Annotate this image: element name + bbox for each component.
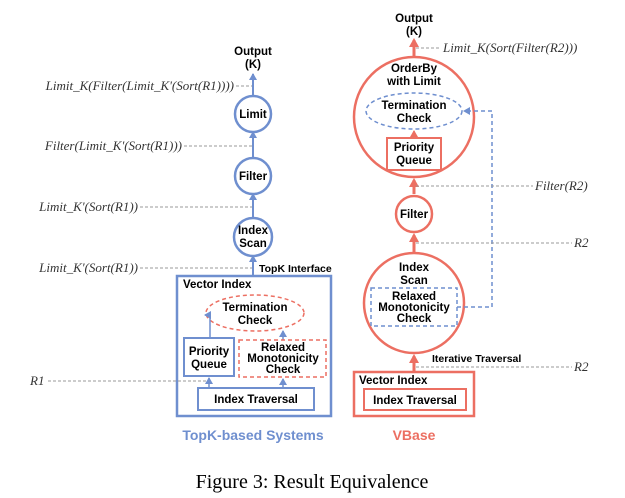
right-relaxed-label-3: Check bbox=[397, 313, 432, 325]
right-vector-index-label: Vector Index bbox=[359, 375, 428, 387]
right-priority-label-1: Priority bbox=[394, 142, 435, 154]
left-ann-scan: Limit_K'(Sort(R1)) bbox=[38, 260, 138, 275]
left-index-traversal bbox=[197, 387, 315, 411]
left-index-scan-label-1: Index bbox=[238, 225, 269, 237]
left-termination-check bbox=[205, 294, 305, 332]
right-feedback-loop bbox=[457, 107, 493, 308]
left-relaxed-monotonicity-check bbox=[238, 339, 327, 378]
right-filter-label: Filter bbox=[400, 209, 429, 221]
vbase-system: Output (K) OrderBy with Limit Terminatio… bbox=[352, 13, 589, 443]
left-ann-r1: R1 bbox=[29, 373, 44, 388]
right-index-traversal bbox=[363, 388, 467, 411]
right-iterative-traversal-label: Iterative Traversal bbox=[432, 353, 521, 365]
left-output-label: Output bbox=[234, 46, 272, 58]
left-relaxed-label-2: Monotonicity bbox=[247, 353, 319, 365]
left-index-scan-label-2: Scan bbox=[239, 238, 267, 250]
right-ann-filter: Filter(R2) bbox=[534, 178, 588, 193]
left-priority-queue bbox=[183, 337, 235, 377]
left-relaxed-label-1: Relaxed bbox=[261, 342, 305, 354]
right-filter-node bbox=[394, 194, 434, 234]
right-termination-label-1: Termination bbox=[382, 100, 447, 112]
right-relaxed-label-2: Monotonicity bbox=[378, 302, 450, 314]
right-relaxed-monotonicity-check bbox=[370, 287, 458, 327]
left-termination-label-2: Check bbox=[238, 315, 273, 327]
left-priority-label-1: Priority bbox=[189, 346, 230, 358]
left-ann-output: Limit_K(Filter(Limit_K'(Sort(R1)))) bbox=[45, 78, 234, 93]
left-topk-interface-label: TopK Interface bbox=[259, 263, 332, 275]
right-priority-queue bbox=[386, 137, 442, 171]
right-index-scan-label-1: Index bbox=[399, 262, 430, 274]
left-ann-filter: Limit_K'(Sort(R1)) bbox=[38, 199, 138, 214]
left-system-name: TopK-based Systems bbox=[182, 427, 324, 443]
left-termination-label-1: Termination bbox=[223, 302, 288, 314]
right-index-scan-label-2: Scan bbox=[400, 275, 428, 287]
left-limit-label: Limit bbox=[239, 109, 267, 121]
right-ann-traversal: R2 bbox=[573, 359, 589, 374]
right-system-name: VBase bbox=[393, 427, 436, 443]
right-ann-output: Limit_K(Sort(Filter(R2))) bbox=[442, 40, 577, 55]
left-filter-label: Filter bbox=[239, 171, 268, 183]
right-orderby-label-1: OrderBy bbox=[391, 63, 438, 75]
right-output-k-label: (K) bbox=[406, 26, 422, 38]
figure-caption: Figure 3: Result Equivalence bbox=[196, 471, 429, 493]
left-index-scan-node bbox=[232, 216, 274, 258]
right-output-label: Output bbox=[395, 13, 433, 25]
left-limit-node bbox=[233, 94, 273, 134]
right-priority-label-2: Queue bbox=[396, 155, 432, 167]
left-output-k-label: (K) bbox=[245, 59, 261, 71]
right-index-traversal-label: Index Traversal bbox=[373, 395, 457, 407]
topk-based-system: Output (K) Limit Filter Index Scan TopK … bbox=[29, 46, 333, 443]
left-vector-index-label: Vector Index bbox=[183, 279, 252, 291]
right-ann-scan: R2 bbox=[573, 235, 589, 250]
left-index-traversal-label: Index Traversal bbox=[214, 394, 298, 406]
right-orderby-label-2: with Limit bbox=[386, 76, 441, 88]
left-relaxed-label-3: Check bbox=[266, 364, 301, 376]
right-relaxed-label-1: Relaxed bbox=[392, 291, 436, 303]
left-ann-limit: Filter(Limit_K'(Sort(R1))) bbox=[44, 138, 182, 153]
right-termination-check bbox=[365, 92, 463, 130]
right-termination-label-2: Check bbox=[397, 113, 432, 125]
left-filter-node bbox=[233, 156, 273, 196]
left-priority-label-2: Queue bbox=[191, 359, 227, 371]
